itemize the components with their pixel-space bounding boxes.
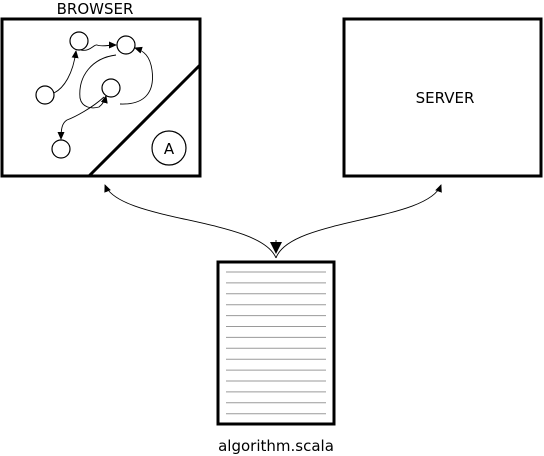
graph-edge bbox=[53, 50, 79, 94]
graph-edge bbox=[119, 46, 153, 105]
document bbox=[216, 260, 336, 426]
graph-node bbox=[69, 31, 89, 51]
browser-label: BROWSER bbox=[57, 0, 134, 18]
browser-frame bbox=[0, 17, 202, 178]
server-connector bbox=[275, 184, 442, 259]
graph-edge bbox=[80, 41, 117, 51]
connectors bbox=[104, 184, 442, 259]
server-label: SERVER bbox=[416, 89, 475, 107]
badge-label: A bbox=[164, 140, 175, 158]
graph-node bbox=[116, 35, 136, 55]
browser-box: A bbox=[0, 17, 202, 178]
node-graph bbox=[35, 31, 153, 159]
server-frame bbox=[342, 17, 543, 178]
document-text-lines bbox=[226, 271, 326, 415]
browser-connector bbox=[104, 184, 277, 259]
graph-node bbox=[101, 78, 121, 98]
server-box: SERVER bbox=[342, 17, 543, 178]
document-filename: algorithm.scala bbox=[218, 437, 334, 455]
browser-divider bbox=[87, 63, 202, 178]
graph-edge bbox=[57, 96, 105, 140]
graph-node bbox=[35, 85, 55, 105]
graph-edge bbox=[79, 54, 117, 109]
graph-node bbox=[51, 139, 71, 159]
badge-circle bbox=[151, 130, 187, 166]
document-page bbox=[216, 260, 336, 426]
